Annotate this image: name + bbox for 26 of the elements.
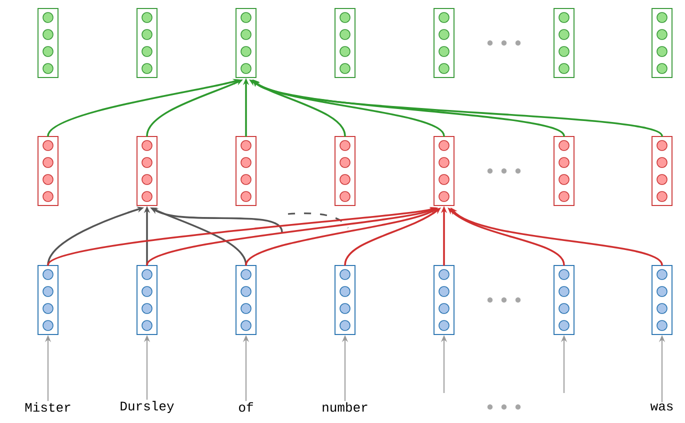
vector-box — [652, 265, 672, 335]
word-label: Dursley — [120, 400, 174, 414]
vector-box — [136, 136, 158, 206]
vector-box — [236, 265, 256, 335]
vector-box — [652, 8, 672, 78]
vector-box — [554, 265, 574, 335]
vector-box — [236, 136, 256, 206]
word-label: number — [322, 402, 368, 412]
vector-box — [334, 136, 356, 206]
vector-box — [652, 136, 672, 206]
vector-box — [434, 265, 454, 335]
vector-box — [136, 8, 158, 78]
vector-box — [334, 8, 356, 78]
vector-box — [434, 8, 454, 78]
vector-box — [554, 136, 574, 206]
vector-box — [38, 265, 58, 335]
word-label: Mister — [25, 402, 70, 412]
vector-box — [236, 8, 256, 78]
vector-box — [334, 265, 356, 335]
word-label: of — [239, 402, 253, 412]
vector-box — [136, 265, 158, 335]
word-label: was — [650, 403, 673, 411]
vector-box — [38, 136, 58, 206]
vector-box — [434, 136, 454, 206]
vector-box — [38, 8, 58, 78]
vector-box — [554, 8, 574, 78]
